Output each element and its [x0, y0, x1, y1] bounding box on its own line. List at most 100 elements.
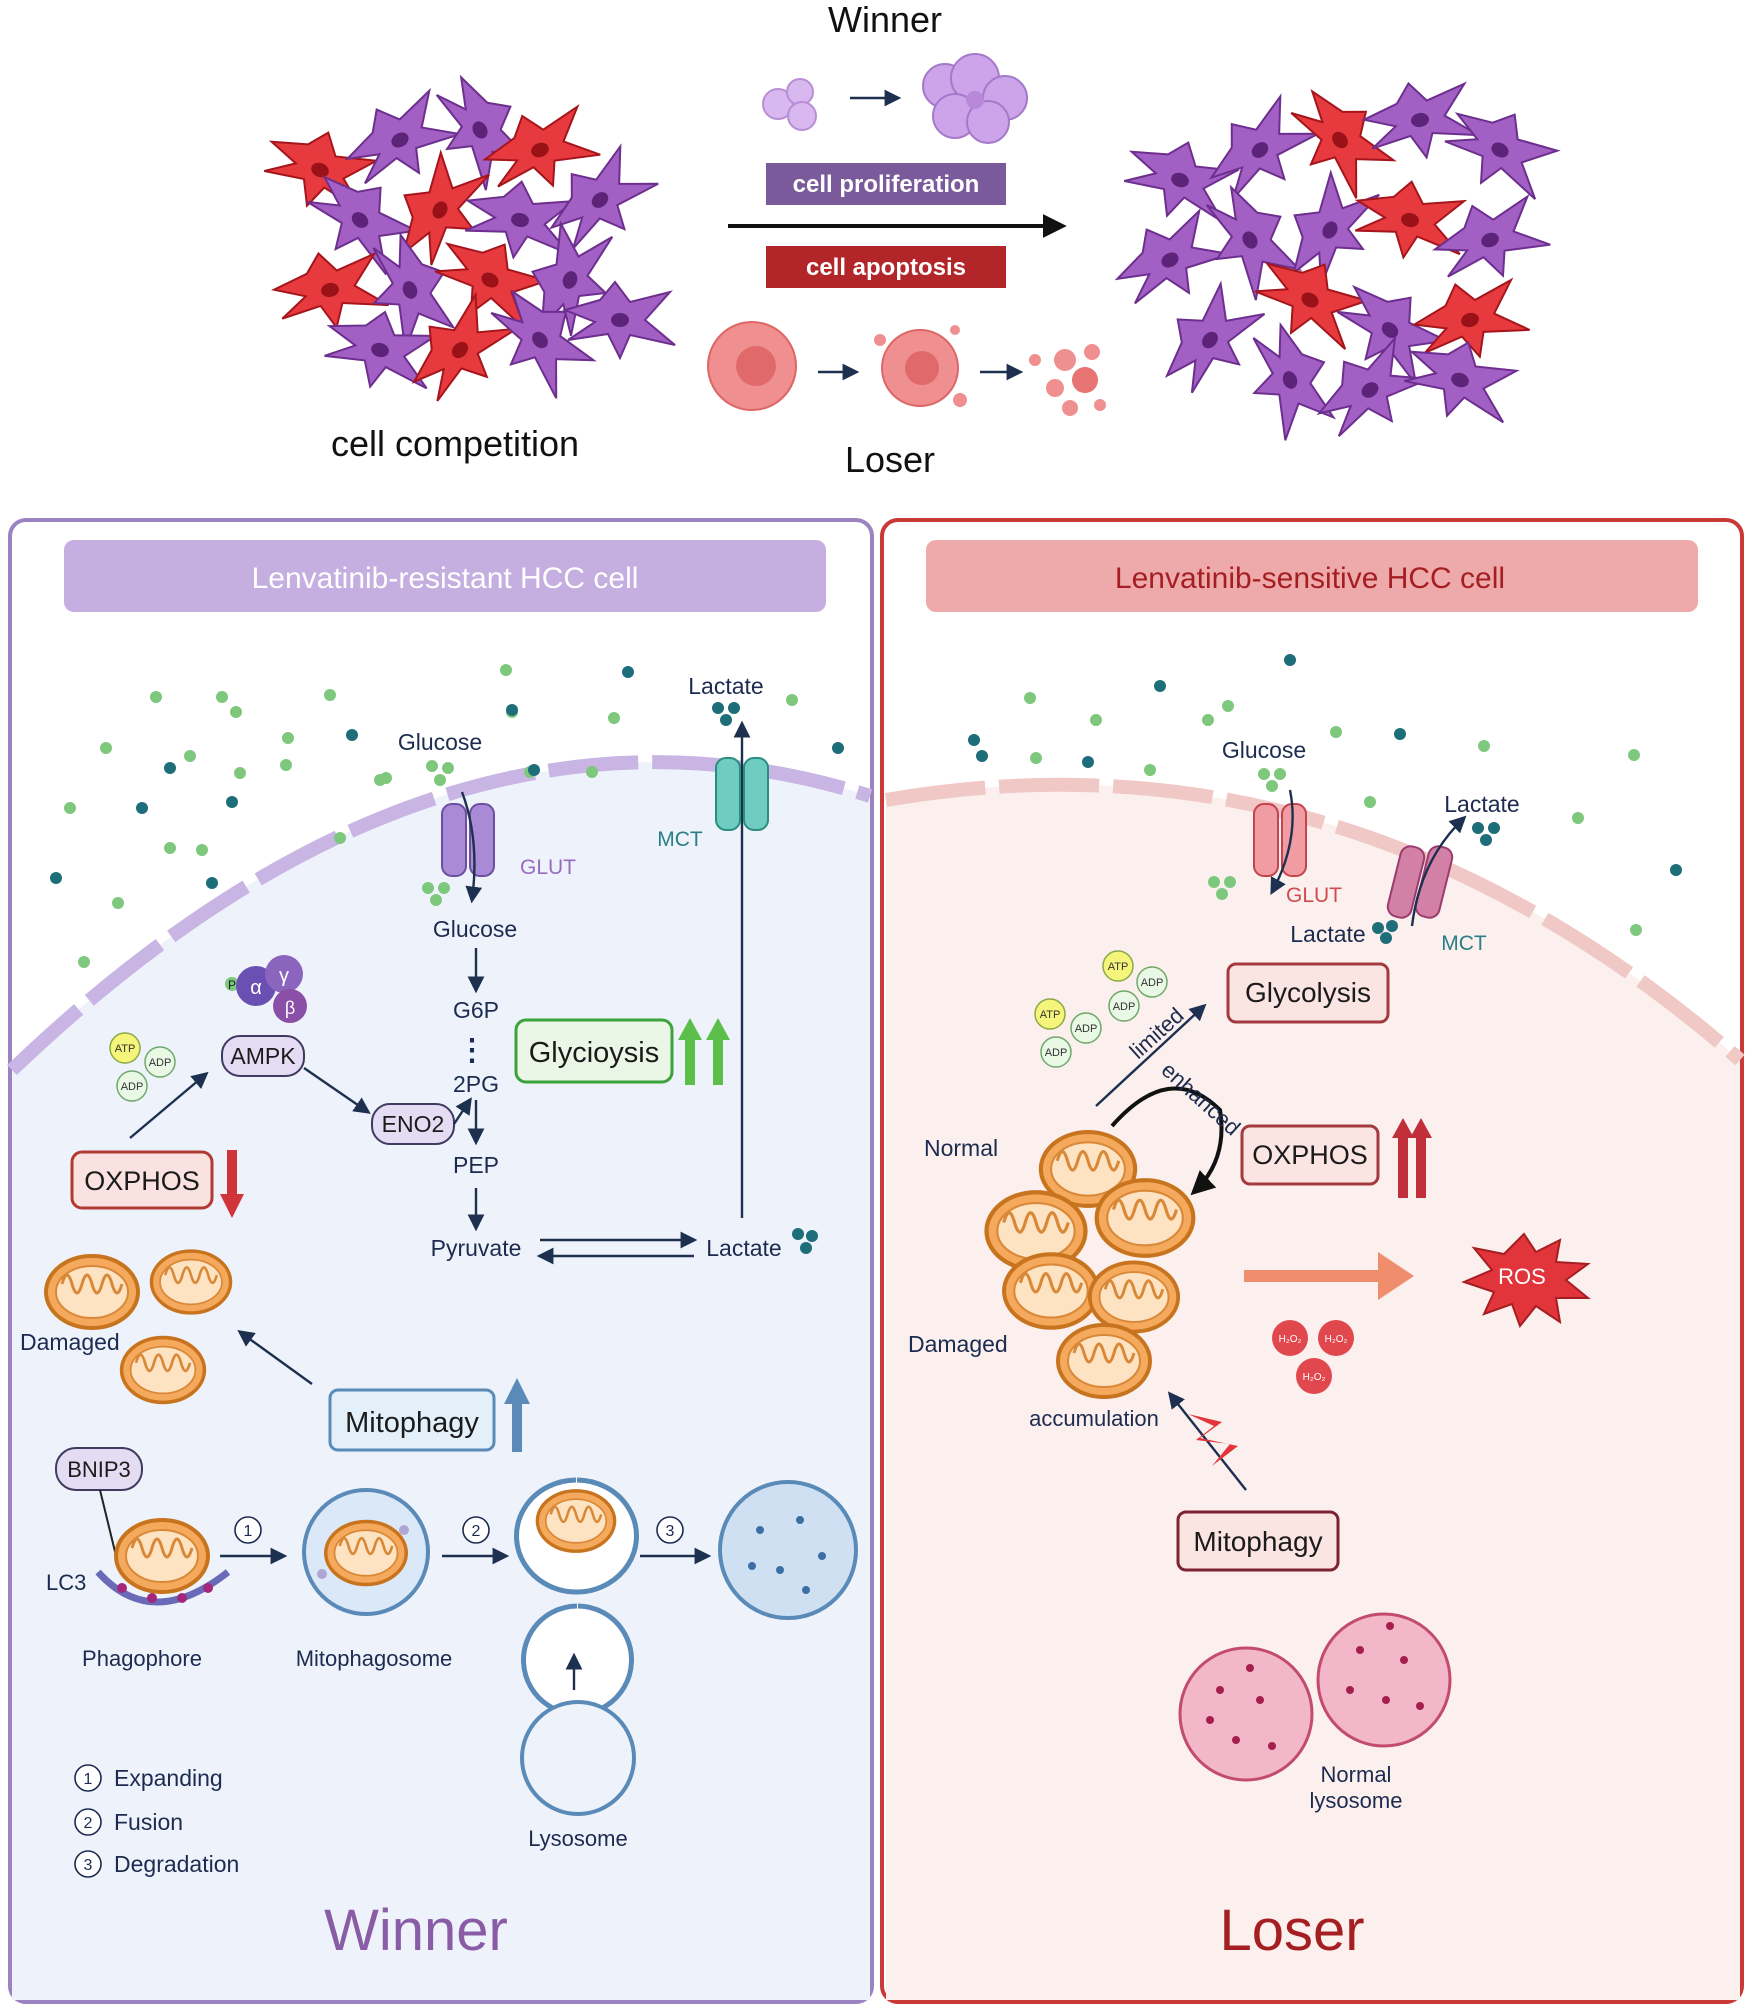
left-panel-header: Lenvatinib-resistant HCC cell	[252, 562, 639, 595]
lc3-label: LC3	[46, 1570, 86, 1595]
glycolysis-box-right-label: Glycolysis	[1245, 977, 1371, 1008]
left-glucose-in-dots	[422, 882, 450, 906]
extracellular-lactate-dots	[50, 666, 844, 889]
proliferating-cells-icon	[762, 53, 1028, 144]
mitophagy-right-label: Mitophagy	[1193, 1526, 1322, 1557]
left-lactate-in-label: Lactate	[706, 1235, 781, 1261]
phagophore-label: Phagophore	[82, 1646, 202, 1671]
svg-text:1: 1	[244, 1523, 253, 1540]
cell-competition-label: cell competition	[331, 423, 579, 464]
right-damaged-label: Damaged	[908, 1331, 1008, 1357]
svg-text:ATP: ATP	[1040, 1009, 1061, 1021]
extracellular-glucose-dots	[64, 664, 798, 968]
mitophagosome-label: Mitophagosome	[296, 1646, 453, 1671]
left-glut-label: GLUT	[520, 856, 576, 879]
pyruvate-label: Pyruvate	[431, 1235, 522, 1261]
glycolysis-up-arrows	[678, 1018, 730, 1085]
svg-text:ADP: ADP	[1113, 1001, 1136, 1013]
loser-footer: Loser	[1219, 1898, 1364, 1963]
mitophagy-to-damaged-arrow	[237, 1330, 313, 1385]
left-mct-label: MCT	[657, 828, 703, 851]
top-loser-label: Loser	[845, 439, 935, 480]
cell-cluster-right	[1102, 72, 1568, 454]
ros-label: ROS	[1498, 1264, 1546, 1289]
svg-text:H₂O₂: H₂O₂	[1279, 1334, 1302, 1345]
phagophore-icon	[95, 1518, 231, 1606]
lysosome-icon	[520, 1700, 636, 1816]
oxphos-left-label: OXPHOS	[84, 1166, 200, 1196]
right-glucose-label: Glucose	[1222, 737, 1306, 763]
right-panel-header: Lenvatinib-sensitive HCC cell	[1115, 562, 1505, 595]
ampk-to-eno2-arrow	[303, 1067, 371, 1114]
2pg-label: 2PG	[453, 1071, 499, 1097]
left-damaged-label: Damaged	[20, 1329, 120, 1355]
mitophagy-up-arrow	[504, 1378, 530, 1452]
proliferation-label: cell proliferation	[793, 171, 980, 198]
left-lactate-in-dots	[792, 1228, 818, 1254]
g6p-label: G6P	[453, 997, 499, 1023]
bnip3-label: BNIP3	[67, 1457, 131, 1482]
oxphos-to-ampk-arrow	[129, 1071, 209, 1139]
accumulation-label: accumulation	[1029, 1406, 1159, 1431]
svg-text:P: P	[228, 978, 236, 992]
right-cell-membrane	[884, 777, 1745, 1066]
winner-footer: Winner	[324, 1898, 508, 1963]
svg-text:Expanding: Expanding	[114, 1765, 223, 1791]
left-panel-header-bg	[64, 540, 826, 612]
svg-text:β: β	[285, 998, 295, 1018]
svg-text:2: 2	[84, 1815, 93, 1832]
right-glucose-dots	[1258, 768, 1286, 792]
step-2-badge	[462, 1516, 490, 1544]
svg-text:3: 3	[666, 1523, 675, 1540]
eno2-label: ENO2	[382, 1111, 445, 1137]
glycolysis-box-left-label: Glycioysis	[529, 1037, 660, 1069]
normal-lysosome-label-1: Normal	[1321, 1762, 1392, 1787]
glucose-import-arrow	[460, 791, 483, 904]
left-glut-transporter	[441, 803, 495, 877]
step-1-badge	[234, 1516, 262, 1544]
svg-text:H₂O₂: H₂O₂	[1325, 1334, 1348, 1345]
enhanced-arrow	[1110, 1086, 1224, 1196]
svg-text:ADP: ADP	[1141, 977, 1164, 989]
svg-text:Degradation: Degradation	[114, 1851, 239, 1877]
ampk-label: AMPK	[230, 1043, 296, 1069]
glycolysis-box-right	[1226, 962, 1390, 1024]
left-glucose-in-label: Glucose	[433, 916, 517, 942]
oxphos-box-right	[1240, 1124, 1380, 1186]
left-atp-adp-icons: ATP ADP ADP	[109, 1032, 176, 1102]
svg-text:α: α	[250, 977, 262, 999]
svg-text:ADP: ADP	[149, 1057, 172, 1069]
right-glut-transporter	[1253, 803, 1307, 877]
right-lactate-top-label: Lactate	[1444, 791, 1519, 817]
right-glucose-in-dots	[1208, 876, 1236, 900]
ros-burst-icon	[1461, 1232, 1591, 1329]
lysosome-label: Lysosome	[528, 1826, 627, 1851]
normal-lysosome-label-2: lysosome	[1310, 1788, 1403, 1813]
degradation-lysosome-icon	[718, 1480, 858, 1620]
normal-mito-label: Normal	[924, 1135, 998, 1161]
right-lactate-in-dots	[1372, 920, 1398, 944]
ampk-complex-icon: P α γ β	[225, 955, 307, 1023]
right-atp-adp-icons: ATP ADP ADP ATP ADP ADP	[1034, 950, 1168, 1068]
mitophagy-box-right	[1176, 1510, 1340, 1572]
normal-lysosomes-icon	[1178, 1612, 1452, 1782]
right-glut-label: GLUT	[1286, 884, 1342, 907]
left-glucose-out-dots	[426, 760, 454, 786]
oxphos-down-arrow	[220, 1150, 244, 1218]
apoptosis-banner	[766, 246, 1006, 288]
bnip3-node	[55, 1447, 143, 1491]
svg-text:ADP: ADP	[1045, 1047, 1068, 1059]
pep-label: PEP	[453, 1152, 499, 1178]
svg-text:ATP: ATP	[115, 1043, 136, 1055]
cell-cluster-left	[254, 62, 676, 417]
svg-text:1: 1	[84, 1771, 93, 1788]
inhibition-bolt-icon	[1188, 1414, 1238, 1466]
apoptosis-label: cell apoptosis	[806, 254, 966, 281]
step-3-badge	[656, 1516, 684, 1544]
ros-arrow	[1244, 1252, 1414, 1300]
limited-arrow	[1095, 1003, 1207, 1107]
svg-text:ADP: ADP	[1075, 1023, 1098, 1035]
apoptotic-cells-icon	[707, 321, 1106, 416]
left-cell-membrane	[7, 755, 873, 1076]
